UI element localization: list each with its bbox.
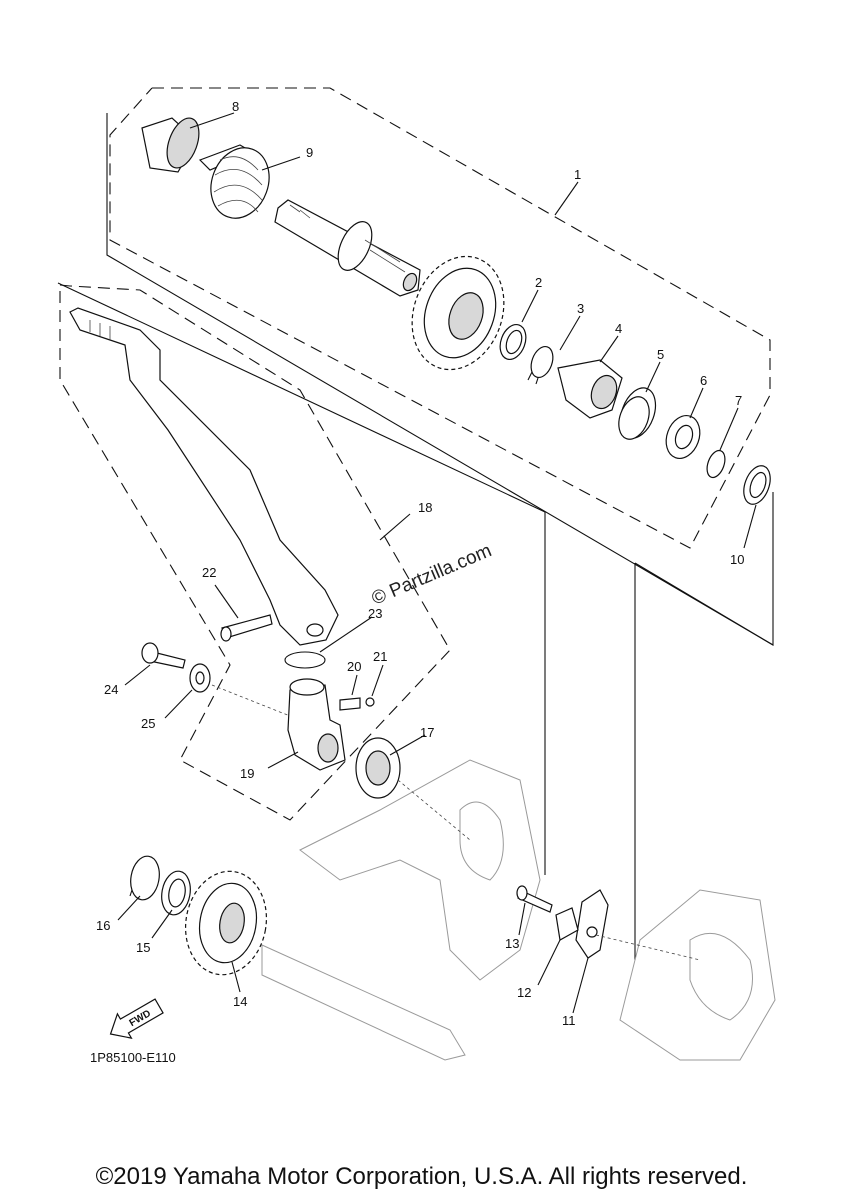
- main-axle-shaft: [261, 944, 466, 1061]
- callout-9: 9: [306, 145, 313, 160]
- part-2-washer: [499, 323, 527, 361]
- part-12-guide: [555, 907, 579, 941]
- part-6-washer: [665, 415, 701, 459]
- partzilla-watermark: © Partzilla.com: [369, 540, 495, 609]
- callout-17: 17: [420, 725, 434, 740]
- engine-case-outline: [299, 759, 776, 1061]
- copyright-footer: ©2019 Yamaha Motor Corporation, U.S.A. A…: [95, 1163, 748, 1190]
- part-25-washer: [189, 663, 211, 693]
- callout-10: 10: [730, 552, 744, 567]
- diagram-reference-code: 1P85100-E110: [90, 1050, 176, 1065]
- part-15-washer: [161, 870, 191, 916]
- callout-19: 19: [240, 766, 254, 781]
- callout-13: 13: [505, 936, 519, 951]
- callout-4: 4: [615, 321, 622, 336]
- callout-12: 12: [517, 985, 531, 1000]
- part-4-ratchet: [557, 359, 623, 419]
- fwd-direction-arrow: FWD: [109, 998, 164, 1039]
- callout-15: 15: [136, 940, 150, 955]
- callout-1: 1: [574, 167, 581, 182]
- part-11-stopper-plate: [575, 889, 609, 959]
- part-19-kick-boss: [287, 678, 375, 771]
- part-3-circlip: [527, 345, 554, 385]
- callout-5: 5: [657, 347, 664, 362]
- part-24-bolt: [141, 642, 186, 669]
- part-16-circlip: [129, 855, 160, 901]
- callout-20: 20: [347, 659, 361, 674]
- part-8-bushing: [141, 117, 200, 173]
- callout-labels: 1 2 3 4 5 6 7 8 9 10 11 12 13 14 15 16 1…: [96, 99, 744, 1028]
- callout-14: 14: [233, 994, 247, 1009]
- part-17-oil-seal: [355, 737, 401, 799]
- callout-3: 3: [577, 301, 584, 316]
- part-7-circlip: [706, 449, 726, 479]
- part-23-o-ring: [284, 651, 326, 669]
- callout-21: 21: [373, 649, 387, 664]
- callout-11: 11: [562, 1013, 576, 1028]
- kick-gear: [411, 255, 505, 371]
- callout-18: 18: [418, 500, 432, 515]
- callout-23: 23: [368, 606, 382, 621]
- leader-lines: [117, 112, 757, 1014]
- part-22-bolt: [220, 614, 273, 642]
- kick-shaft: [274, 199, 421, 297]
- exploded-parts-diagram: 1 2 3 4 5 6 7 8 9 10 11 12 13 14 15 16 1…: [57, 87, 776, 1065]
- callout-22: 22: [202, 565, 216, 580]
- callout-16: 16: [96, 918, 110, 933]
- callout-7: 7: [735, 393, 742, 408]
- assembly-outlines: [57, 87, 774, 960]
- callout-6: 6: [700, 373, 707, 388]
- callout-24: 24: [104, 682, 118, 697]
- part-10-circlip: [743, 465, 771, 505]
- callout-25: 25: [141, 716, 155, 731]
- part-9-kick-spring: [198, 144, 270, 219]
- callout-8: 8: [232, 99, 239, 114]
- part-14-idler-gear: [184, 870, 268, 976]
- part-13-bolt: [516, 885, 553, 913]
- kick-crank-arm: [69, 307, 339, 646]
- part-5-spring: [618, 387, 657, 440]
- callout-2: 2: [535, 275, 542, 290]
